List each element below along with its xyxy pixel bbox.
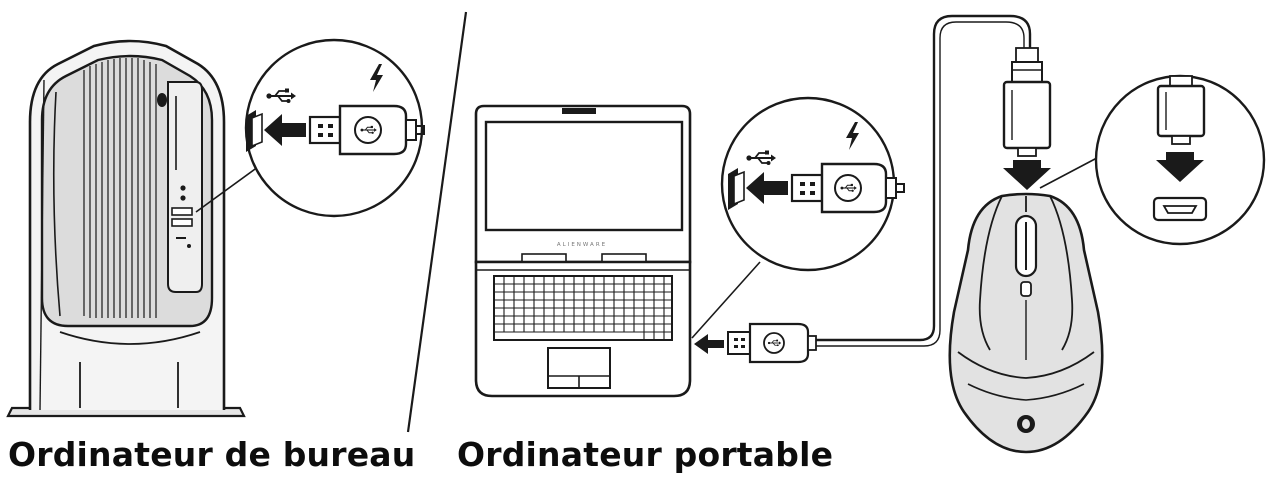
desktop-caption: Ordinateur de bureau [8,435,416,474]
usb-cable [694,14,1052,364]
usb-port [171,218,193,227]
laptop: ALIENWARE [474,104,692,398]
arrow-left-icon [264,114,306,146]
arrow-left-icon [746,172,788,204]
arrow-down-icon [1003,160,1051,190]
arrow-down-icon [1156,152,1204,182]
svg-text:ALIENWARE: ALIENWARE [557,242,607,248]
laptop-keyboard [493,275,673,341]
alien-logo-icon [157,93,167,107]
arrow-left-icon [694,334,724,354]
usb-port [171,207,193,216]
divider [406,11,468,433]
desktop-zoom-callout [244,38,425,218]
gaming-mouse [948,192,1104,454]
laptop-zoom-callout [720,96,905,272]
mouse-zoom-callout [1094,74,1266,246]
laptop-caption: Ordinateur portable [457,435,834,474]
desktop-tower [6,39,246,418]
laptop-screen [484,120,684,232]
